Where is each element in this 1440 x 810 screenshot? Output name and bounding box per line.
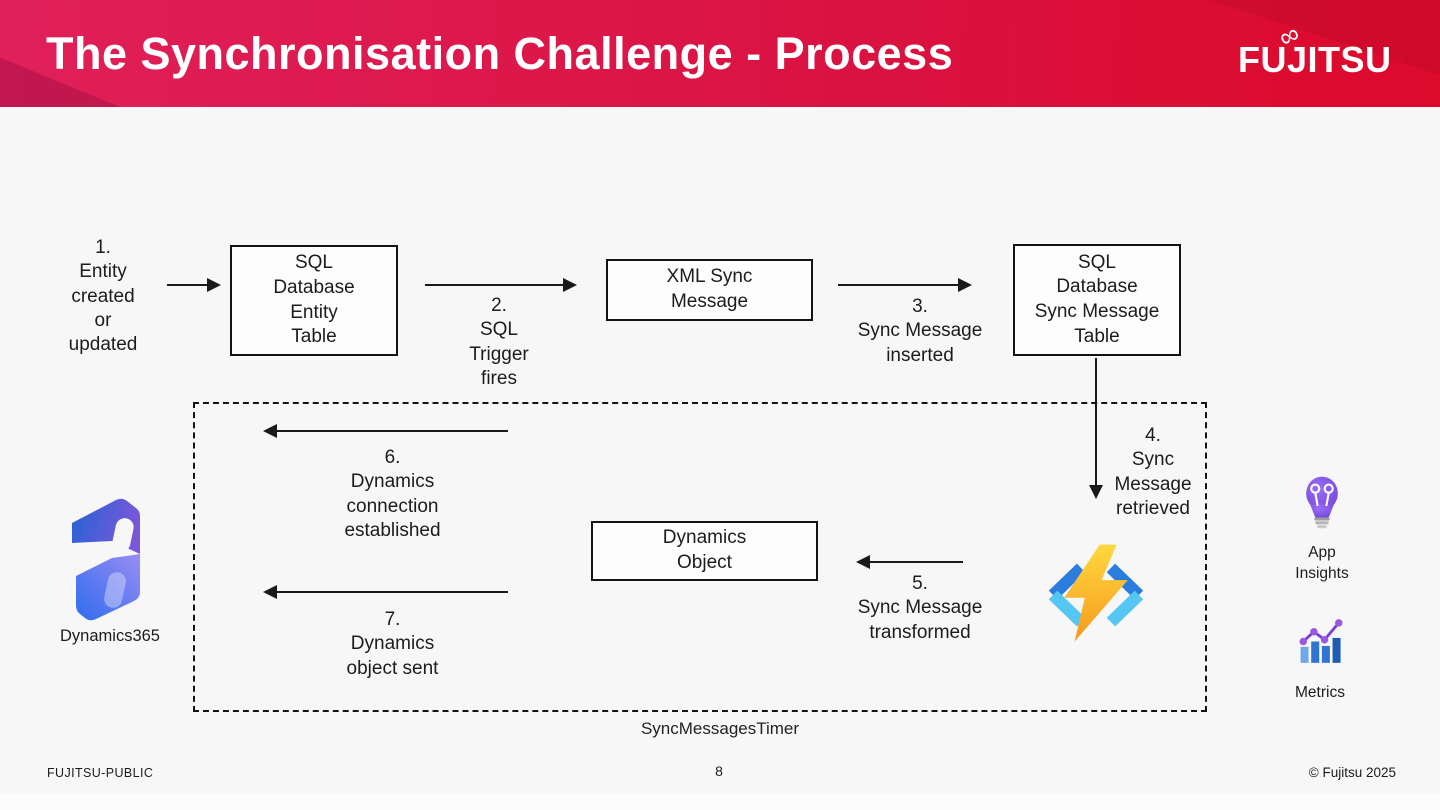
- box-xml-sync-message: XML Sync Message: [606, 259, 813, 321]
- azure-function-icon: [1048, 544, 1144, 642]
- arrow-step3: [838, 278, 972, 292]
- dynamics365-icon: [72, 498, 140, 621]
- arrow-step5: [856, 555, 963, 569]
- page-number: 8: [715, 763, 723, 779]
- metrics-label: Metrics: [1295, 684, 1345, 701]
- step4-label: 4. Sync Message retrieved: [1114, 425, 1192, 519]
- arrow-step1: [167, 278, 221, 292]
- app-insights-icon: [1306, 476, 1338, 529]
- step5-label: 5. Sync Message transformed: [857, 573, 983, 643]
- app-insights-label: App Insights: [1295, 544, 1349, 582]
- sync-messages-timer-container: [193, 402, 1207, 712]
- page-title: The Synchronisation Challenge - Process: [46, 27, 954, 79]
- classification-label: FUJITSU-PUBLIC: [47, 766, 154, 780]
- step3-label: 3. Sync Message inserted: [857, 296, 983, 366]
- arrow-step6: [263, 424, 508, 438]
- box-sql-sync-message-table: SQL Database Sync Message Table: [1013, 244, 1181, 356]
- box-dynamics-object: Dynamics Object: [591, 521, 818, 581]
- fujitsu-logo: FUJITSU ∞: [1238, 22, 1392, 80]
- step2-label: 2. SQL Trigger fires: [469, 295, 529, 389]
- copyright-label: © Fujitsu 2025: [1308, 765, 1396, 780]
- arrow-step4: [1089, 358, 1103, 499]
- metrics-icon: [1299, 619, 1343, 663]
- header-banner: The Synchronisation Challenge - Process …: [0, 0, 1440, 107]
- arrow-step2: [425, 278, 577, 292]
- box-sql-entity-table: SQL Database Entity Table: [230, 245, 398, 356]
- step6-label: 6. Dynamics connection established: [344, 447, 441, 541]
- sync-messages-timer-label: SyncMessagesTimer: [640, 719, 800, 738]
- step7-label: 7. Dynamics object sent: [346, 609, 439, 679]
- footer-strip: [0, 793, 1440, 810]
- arrow-step7: [263, 585, 508, 599]
- dynamics365-label: Dynamics365: [60, 627, 160, 645]
- step1-label: 1. Entity created or updated: [68, 237, 138, 356]
- fujitsu-logo-text: FUJITSU: [1238, 39, 1392, 80]
